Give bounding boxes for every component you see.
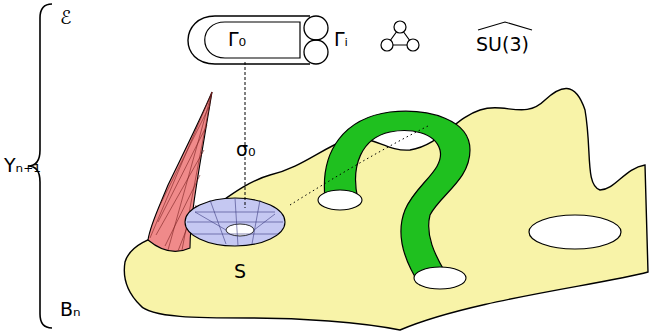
surface-hole (529, 215, 621, 249)
curve-label: Γᵢ (334, 30, 348, 49)
dotted-curve (290, 125, 430, 205)
surface-hole (414, 267, 466, 289)
base-surface (124, 88, 648, 330)
curve-label: Γ₀ (228, 30, 246, 49)
fibre-circle (304, 16, 328, 40)
section-label: σ₀ (236, 140, 256, 159)
section-line (245, 62, 246, 208)
wide-hat (478, 22, 532, 30)
surface-disc (185, 198, 285, 246)
algebra-label: SU(3) (476, 35, 529, 54)
dynkin-diagram (381, 21, 419, 51)
surface-hole (318, 190, 362, 210)
base-label: Bₙ (60, 300, 81, 319)
fibre-circle (304, 40, 328, 64)
fibre-curve (205, 22, 300, 58)
manifold-label: Yₙ₊₁ (4, 156, 41, 175)
fibre-curve (188, 16, 310, 64)
fibre-label: ℰ (60, 8, 72, 27)
surface-label: S (234, 262, 246, 281)
